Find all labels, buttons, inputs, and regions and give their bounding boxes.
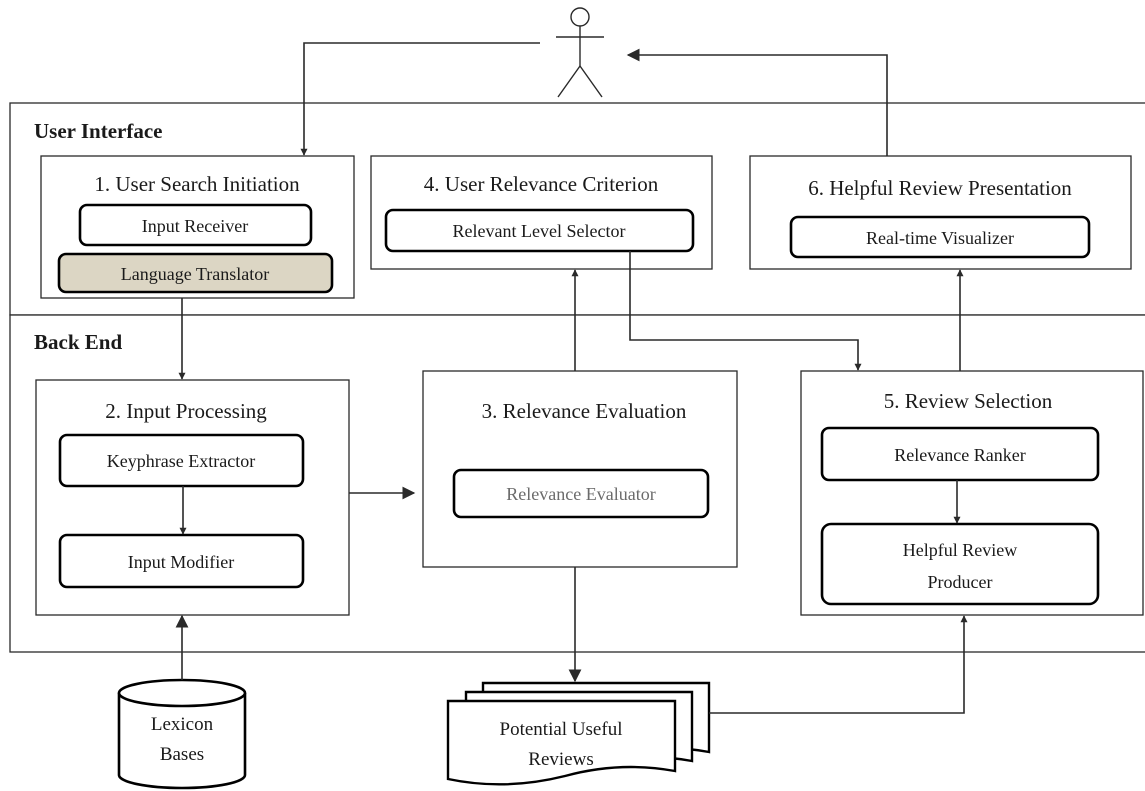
input-receiver-component: [78, 203, 313, 247]
helpful-review-producer-component: [820, 522, 1100, 606]
module-title: 6. Helpful Review Presentation: [808, 176, 1072, 200]
component-label: Relevance Ranker: [894, 445, 1025, 465]
module-helpful-review-presentation: 6. Helpful Review Presentation Real-time…: [749, 155, 1132, 270]
module-title: 1. User Search Initiation: [94, 172, 300, 196]
user-interface-section-title: User Interface: [34, 119, 162, 143]
component-label: Language Translator: [121, 264, 269, 284]
component-label-line-2: Producer: [928, 572, 993, 592]
module-user-relevance-criterion: 4. User Relevance Criterion Relevant Lev…: [370, 155, 713, 270]
component-label: Input Receiver: [142, 216, 248, 236]
database-label-line-1: Lexicon: [151, 714, 214, 735]
component-label: Relevant Level Selector: [453, 221, 626, 241]
arrow-presentation-to-user: [626, 48, 888, 156]
module-title: 3. Relevance Evaluation: [482, 399, 687, 423]
relevance-evaluator-component: [452, 468, 710, 519]
component-label: Relevance Evaluator: [506, 484, 655, 504]
component-label: Real-time Visualizer: [866, 228, 1014, 248]
documents-label-line-1: Potential Useful: [500, 719, 623, 740]
module-relevance-evaluation: 3. Relevance Evaluation Relevance Evalua…: [422, 370, 738, 568]
arrow-user-to-search-initiation: [300, 42, 540, 156]
arrow-reviews-to-review-selection: [709, 615, 968, 714]
module-title: 5. Review Selection: [884, 389, 1053, 413]
module-title: 4. User Relevance Criterion: [424, 172, 659, 196]
arrow-level-selector-to-review-selection: [629, 251, 862, 371]
back-end-section-title: Back End: [34, 330, 122, 354]
relevance-ranker-component: [820, 426, 1100, 482]
relevant-level-selector-component: [384, 208, 695, 253]
potential-useful-reviews-documents: Potential Useful Reviews: [446, 681, 711, 786]
stick-figure-user-icon: [556, 7, 604, 98]
component-label: Input Modifier: [128, 552, 234, 572]
input-modifier-component: [58, 533, 305, 589]
real-time-visualizer-component: [789, 215, 1091, 259]
module-review-selection: 5. Review Selection Relevance Ranker Hel…: [800, 370, 1144, 616]
documents-label-line-2: Reviews: [528, 749, 593, 770]
database-label-line-2: Bases: [160, 744, 204, 765]
language-translator-component: [57, 252, 334, 294]
module-input-processing: 2. Input Processing Keyphrase Extractor …: [35, 379, 350, 616]
component-label: Keyphrase Extractor: [107, 451, 255, 471]
module-user-search-initiation: 1. User Search Initiation Input Receiver…: [40, 155, 355, 299]
component-label-line-1: Helpful Review: [903, 540, 1017, 560]
keyphrase-extractor-component: [58, 433, 305, 488]
module-title: 2. Input Processing: [105, 399, 267, 423]
lexicon-bases-database: Lexicon Bases: [117, 678, 247, 790]
